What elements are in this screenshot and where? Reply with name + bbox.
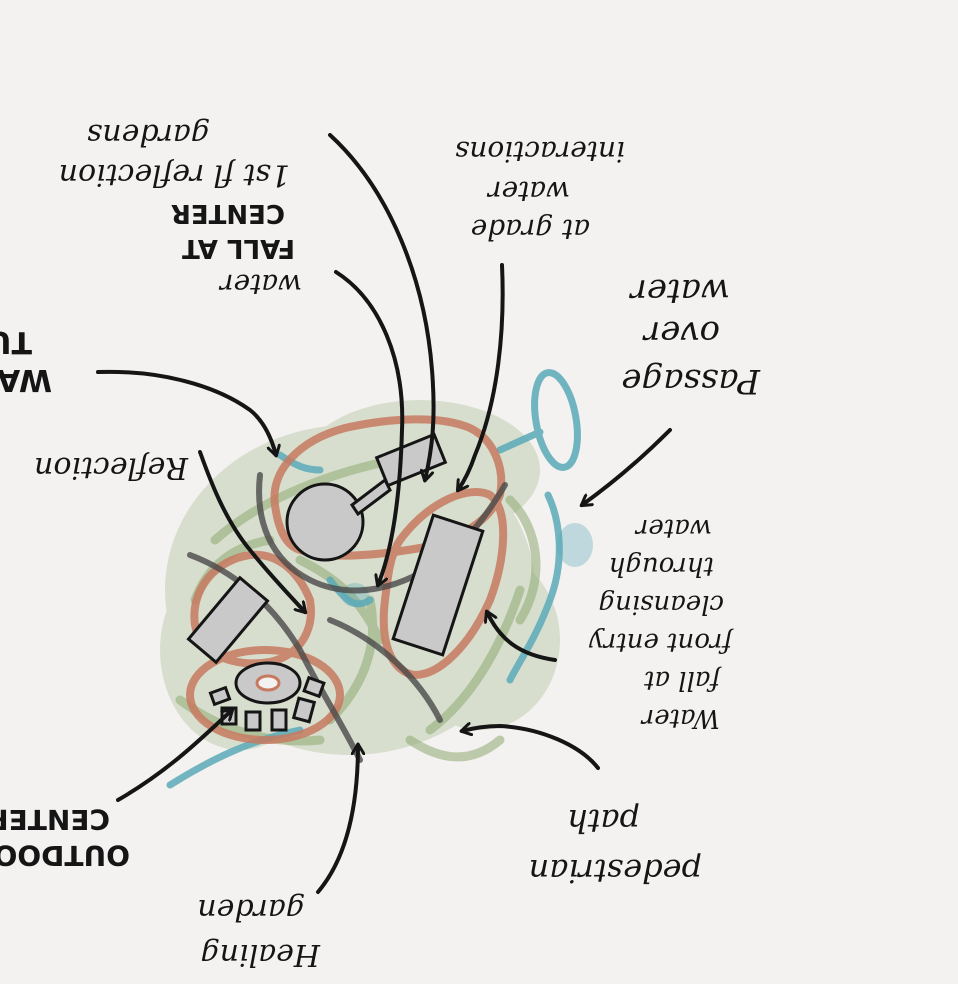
label-at-grade-water-line-1: at grade bbox=[471, 213, 590, 246]
label-cleansing-water-line-2: fall at bbox=[643, 665, 722, 695]
label-cleansing-water-line-4: cleansing bbox=[598, 589, 724, 619]
label-water-fall-center-line-1: water bbox=[219, 268, 302, 301]
label-cleansing-water-line-5: through bbox=[609, 551, 714, 581]
label-passage-over-water-line-3: water bbox=[629, 271, 730, 311]
label-passage-over-water-line-1: Passage bbox=[621, 361, 761, 401]
label-water-fall-center: water FALL AT CENTER bbox=[171, 198, 302, 301]
building-east-outline bbox=[379, 488, 508, 680]
east-wing bbox=[391, 513, 485, 657]
label-at-grade-water-line-2: water bbox=[487, 175, 570, 208]
label-at-grade-water: at grade water interactions bbox=[455, 135, 625, 246]
outdoor-center-outline bbox=[186, 646, 344, 744]
label-pedestrian-path: pedestrian path bbox=[529, 802, 702, 890]
label-outdoor-center-line-1: OUTDOOR bbox=[0, 839, 130, 872]
water-pond-top bbox=[531, 369, 581, 471]
arrow-reflection-gardens bbox=[328, 133, 436, 480]
label-healing-garden-line-2: garden bbox=[197, 892, 305, 927]
arrow-pedestrian-path bbox=[462, 726, 600, 770]
label-cleansing-water-line-6: water bbox=[634, 513, 712, 543]
water-channel-link bbox=[496, 428, 544, 454]
label-healing-garden: Healing garden bbox=[197, 892, 321, 972]
water-channel-left bbox=[166, 726, 304, 789]
outdoor-center-core bbox=[255, 674, 281, 692]
label-passage-over-water: Passage over water bbox=[621, 271, 761, 401]
label-pedestrian-path-line-1: pedestrian bbox=[529, 852, 702, 890]
label-water-fall-center-line-3: CENTER bbox=[171, 198, 285, 228]
label-cleansing-water: Water fall at front entry cleansing thro… bbox=[589, 513, 734, 733]
label-water-tunnel-line-2: TUN bbox=[0, 324, 32, 359]
label-pedestrian-path-line-2: path bbox=[567, 802, 640, 840]
label-reflection: Reflection bbox=[34, 450, 189, 485]
label-water-fall-center-line-2: FALL AT bbox=[182, 233, 295, 263]
label-first-floor-reflection-line-2: gardens bbox=[87, 117, 210, 152]
label-water-tunnel-line-1: WAT bbox=[0, 362, 52, 397]
label-first-floor-reflection: 1st fl reflection gardens bbox=[59, 117, 290, 192]
water-channel-center bbox=[326, 576, 374, 608]
label-first-floor-reflection-line-1: 1st fl reflection bbox=[59, 157, 290, 192]
water-channel-right bbox=[506, 491, 563, 684]
water-channels bbox=[166, 369, 581, 789]
west-wing bbox=[186, 575, 270, 665]
label-outdoor-center: OUTDOOR CENTER bbox=[0, 803, 130, 872]
arrow-water-tunnel bbox=[96, 369, 276, 455]
label-passage-over-water-line-2: over bbox=[642, 313, 720, 353]
label-cleansing-water-line-3: front entry bbox=[589, 627, 734, 657]
arrow-outdoor-center bbox=[116, 710, 232, 802]
connector-arm bbox=[349, 477, 392, 517]
north-wing bbox=[374, 432, 448, 488]
arrow-water-fall-center bbox=[334, 270, 405, 585]
label-water-tunnel: WAT TUN bbox=[0, 324, 52, 397]
label-healing-garden-line-1: Healing bbox=[200, 937, 321, 972]
annotation-arrows bbox=[96, 133, 672, 894]
label-at-grade-water-line-3: interactions bbox=[455, 135, 625, 168]
site-plan-sketch bbox=[160, 369, 593, 789]
label-cleansing-water-line-1: Water bbox=[640, 703, 720, 733]
arrow-cleansing-water bbox=[487, 612, 557, 662]
arrow-reflection bbox=[198, 450, 305, 612]
building-masses bbox=[186, 432, 485, 732]
arrow-at-grade-water bbox=[458, 263, 505, 490]
arrow-healing-garden bbox=[316, 745, 358, 894]
label-outdoor-center-line-2: CENTER bbox=[0, 803, 110, 836]
circular-pavilion bbox=[285, 482, 365, 562]
label-reflection-text: Reflection bbox=[34, 450, 189, 485]
arrow-passage-over-water bbox=[582, 428, 672, 505]
